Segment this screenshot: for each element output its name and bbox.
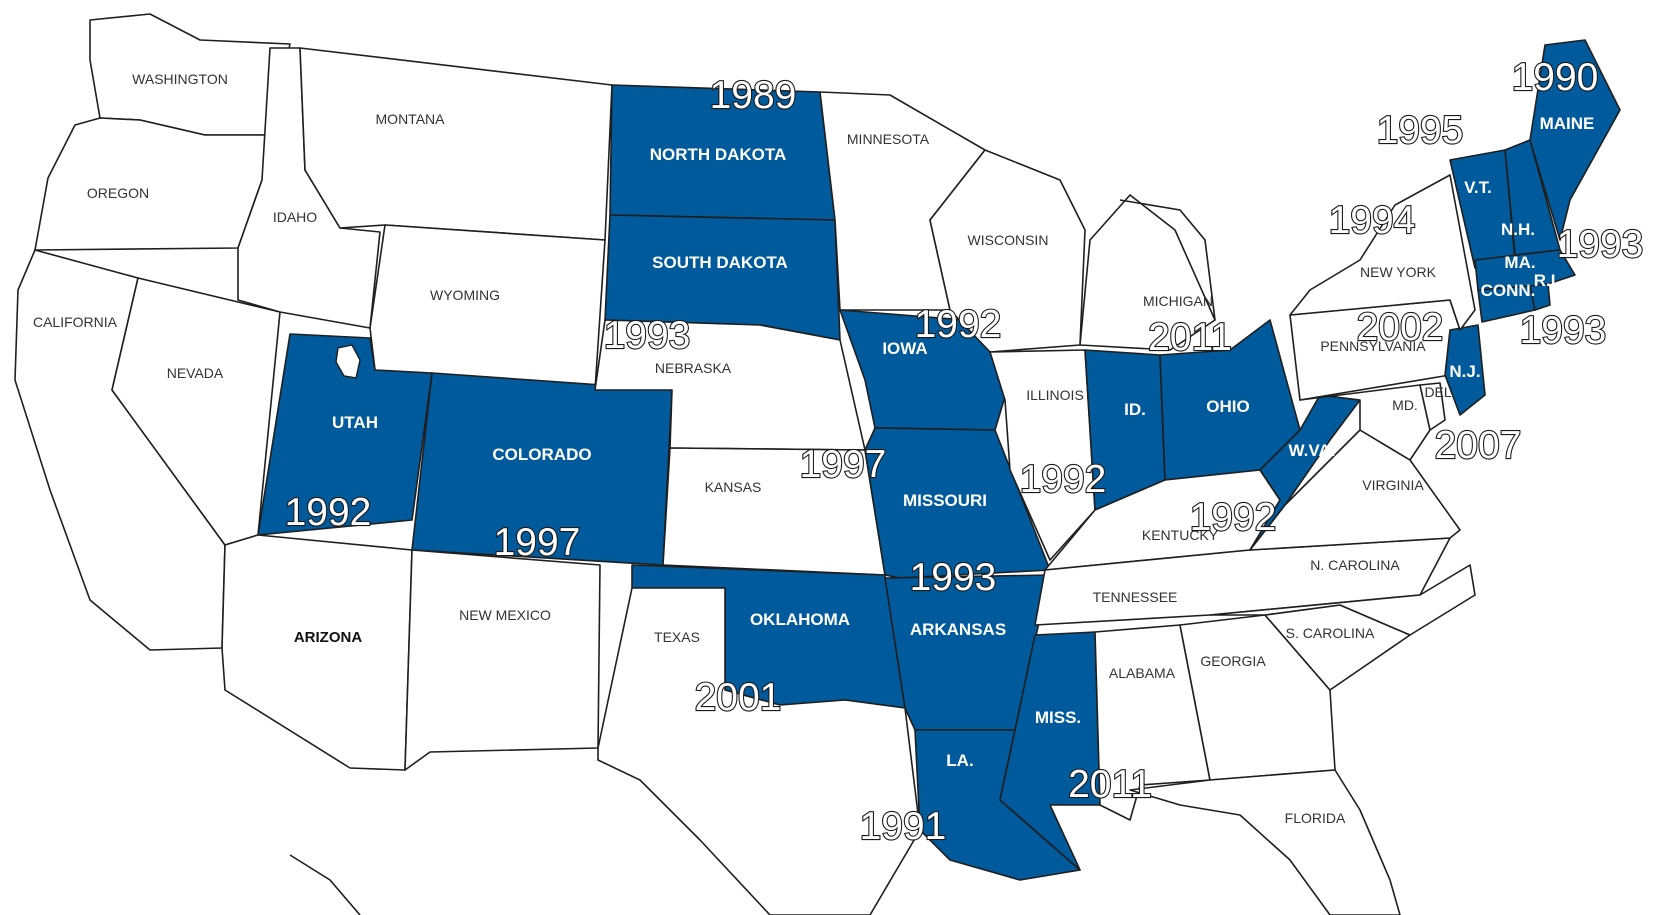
label-maryland: MD. bbox=[1392, 397, 1418, 413]
state-new-york bbox=[1289, 174, 1476, 331]
label-ohio: OHIO bbox=[1206, 397, 1249, 416]
label-virginia: VIRGINIA bbox=[1362, 477, 1424, 493]
label-oklahoma: OKLAHOMA bbox=[750, 610, 850, 629]
lake-michigan-outline bbox=[1119, 199, 1216, 321]
state-oregon bbox=[34, 117, 271, 251]
state-montana bbox=[299, 47, 613, 241]
label-arizona: ARIZONA bbox=[294, 629, 362, 646]
great-salt-lake bbox=[335, 344, 361, 379]
year-illinois: 1992 bbox=[1020, 458, 1107, 501]
label-montana: MONTANA bbox=[376, 111, 446, 127]
year-north-dakota: 1989 bbox=[710, 74, 797, 117]
label-minnesota: MINNESOTA bbox=[847, 131, 930, 147]
label-georgia: GEORGIA bbox=[1200, 653, 1266, 669]
label-new-mexico: NEW MEXICO bbox=[459, 607, 551, 623]
year-maine: 1990 bbox=[1512, 56, 1599, 99]
label-pennsylvania: PENNSYLVANIA bbox=[1320, 338, 1426, 354]
label-new-york: NEW YORK bbox=[1360, 264, 1437, 280]
state-massachusetts bbox=[1474, 249, 1576, 291]
label-vermont: V.T. bbox=[1464, 178, 1492, 197]
label-kansas: KANSAS bbox=[705, 479, 762, 495]
state-west-virginia bbox=[1249, 394, 1361, 551]
state-new-jersey bbox=[1444, 324, 1486, 416]
label-north-dakota: NORTH DAKOTA bbox=[650, 145, 787, 164]
mexico-coast bbox=[289, 854, 361, 915]
label-kentucky: KENTUCKY bbox=[1142, 527, 1219, 543]
label-nebraska: NEBRASKA bbox=[655, 360, 732, 376]
label-wisconsin: WISCONSIN bbox=[968, 232, 1049, 248]
year-pennsylvania: 2002 bbox=[1357, 306, 1444, 349]
state-texas bbox=[597, 587, 921, 915]
label-maine: MAINE bbox=[1540, 114, 1595, 133]
state-rhode-island bbox=[1529, 283, 1551, 311]
label-mississippi: MISS. bbox=[1035, 708, 1081, 727]
label-idaho: IDAHO bbox=[273, 209, 317, 225]
state-michigan bbox=[1079, 194, 1216, 351]
year-new-hampshire: 1993 bbox=[1557, 223, 1644, 266]
label-new-hampshire: N.H. bbox=[1501, 220, 1535, 239]
state-florida bbox=[1129, 769, 1401, 915]
state-georgia bbox=[1179, 614, 1336, 781]
label-california: CALIFORNIA bbox=[33, 314, 118, 330]
year-kentucky: 1992 bbox=[1190, 496, 1277, 539]
label-wyoming: WYOMING bbox=[430, 287, 500, 303]
state-new-mexico bbox=[404, 549, 601, 771]
year-kansas: 1997 bbox=[800, 443, 887, 486]
label-louisiana: LA. bbox=[946, 751, 973, 770]
label-tennessee: TENNESSEE bbox=[1093, 589, 1178, 605]
year-new-york: 1994 bbox=[1329, 199, 1416, 242]
year-oklahoma: 2001 bbox=[695, 676, 782, 719]
label-michigan: MICHIGAN bbox=[1143, 293, 1213, 309]
label-oregon: OREGON bbox=[87, 185, 149, 201]
label-missouri: MISSOURI bbox=[903, 491, 987, 510]
year-new-jersey: 2007 bbox=[1435, 424, 1522, 467]
state-wisconsin bbox=[929, 149, 1086, 353]
year-iowa: 1992 bbox=[915, 303, 1002, 346]
label-north-carolina: N. CAROLINA bbox=[1310, 557, 1400, 573]
year-vermont: 1995 bbox=[1377, 109, 1464, 152]
year-colorado: 1997 bbox=[494, 521, 581, 564]
label-colorado: COLORADO bbox=[492, 445, 591, 464]
label-florida: FLORIDA bbox=[1285, 810, 1346, 826]
label-arkansas: ARKANSAS bbox=[910, 620, 1006, 639]
label-delaware: DEL. bbox=[1424, 384, 1455, 400]
state-delaware bbox=[1419, 382, 1446, 431]
label-south-dakota: SOUTH DAKOTA bbox=[652, 253, 788, 272]
state-maine bbox=[1529, 39, 1621, 241]
year-rhode-island: 1993 bbox=[1520, 309, 1607, 352]
year-ohio: 2011 bbox=[1148, 316, 1232, 359]
label-connecticut: CONN. bbox=[1481, 281, 1536, 300]
year-mississippi: 2011 bbox=[1068, 763, 1152, 806]
label-alabama: ALABAMA bbox=[1109, 665, 1176, 681]
year-missouri: 1993 bbox=[910, 556, 997, 599]
label-south-carolina: S. CAROLINA bbox=[1286, 625, 1375, 641]
label-nevada: NEVADA bbox=[167, 365, 224, 381]
label-west-virginia: W.VA. bbox=[1289, 441, 1336, 460]
state-wyoming bbox=[369, 224, 606, 391]
label-iowa: IOWA bbox=[882, 339, 927, 358]
label-new-jersey: N.J. bbox=[1449, 362, 1480, 381]
state-arizona bbox=[221, 534, 413, 771]
label-massachusetts: MA. bbox=[1504, 253, 1535, 272]
state-north-carolina bbox=[1209, 564, 1476, 636]
label-rhode-island: R.I. bbox=[1534, 271, 1560, 290]
year-south-dakota: 1993 bbox=[604, 314, 691, 357]
label-illinois: ILLINOIS bbox=[1026, 387, 1084, 403]
year-louisiana: 1991 bbox=[860, 805, 947, 848]
label-washington: WASHINGTON bbox=[132, 71, 228, 87]
label-indiana: ID. bbox=[1124, 400, 1146, 419]
label-texas: TEXAS bbox=[654, 629, 700, 645]
label-utah: UTAH bbox=[332, 413, 378, 432]
year-utah: 1992 bbox=[285, 491, 372, 534]
